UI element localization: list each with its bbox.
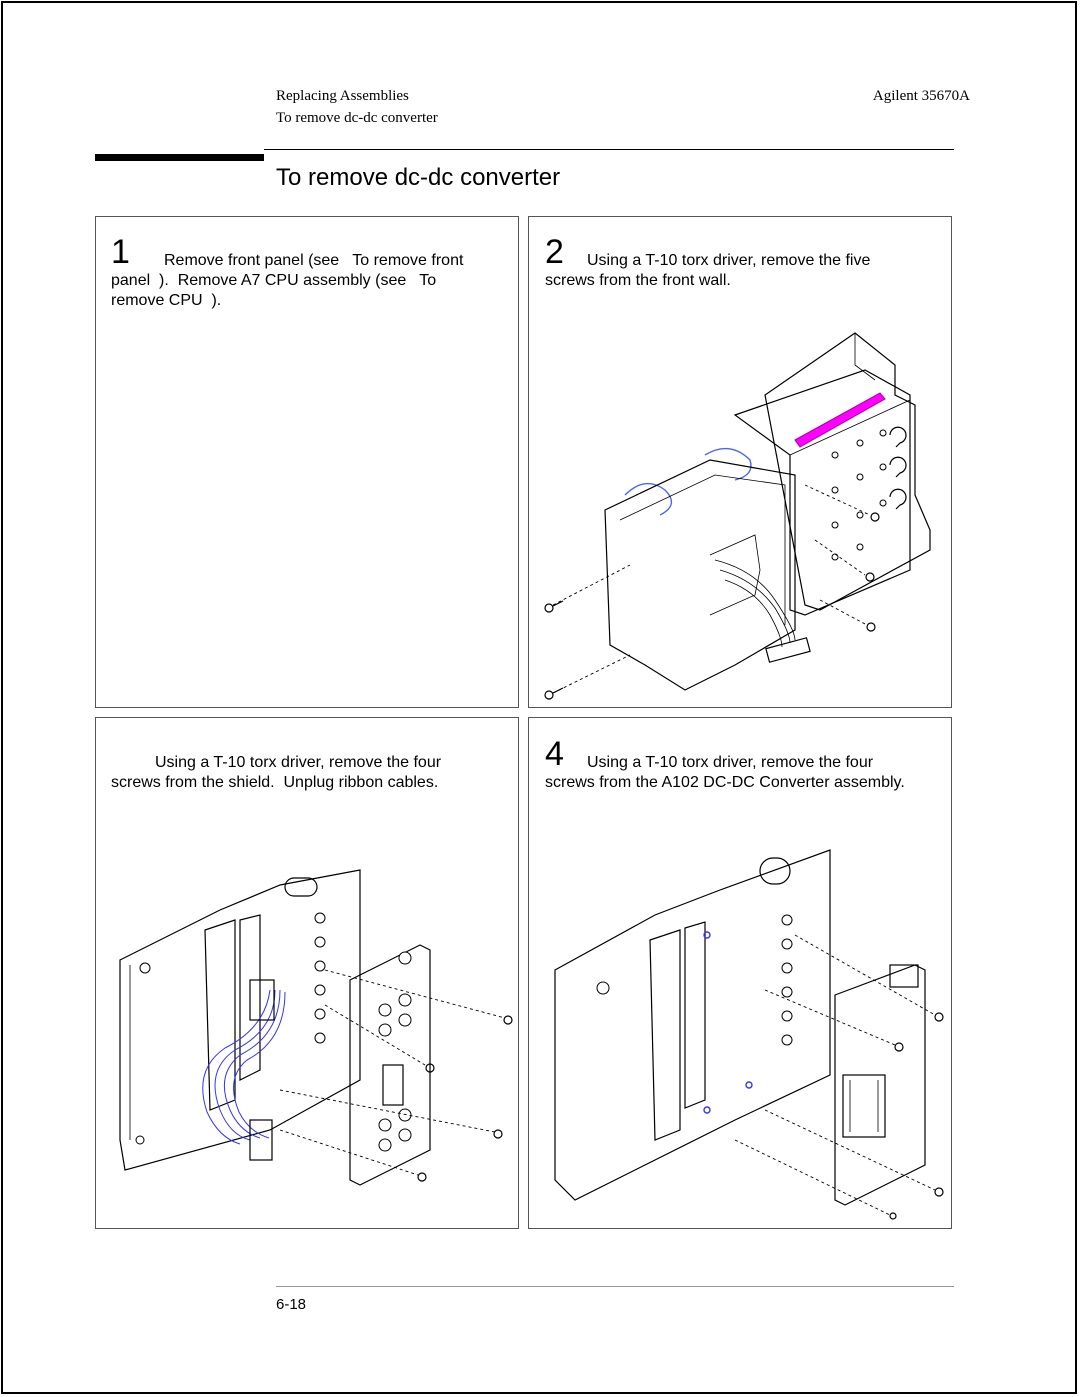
page-title: To remove dc-dc converter: [276, 164, 561, 191]
step-4-number: 4: [545, 735, 564, 773]
footer-rule: [276, 1286, 954, 1287]
ribbon-cable: [714, 559, 811, 663]
page-number: 6-18: [276, 1296, 307, 1313]
vertical-hole-column: [781, 914, 793, 1046]
step-2-text: Using a T-10 torx driver, remove the fiv…: [545, 252, 871, 289]
header-section: Replacing Assemblies: [276, 88, 409, 104]
dc-dc-converter-diagram: [554, 849, 944, 1220]
title-rule: [264, 149, 954, 150]
mounting-holes: [831, 429, 887, 561]
step-1-panel: [95, 216, 519, 708]
screw-icon: [734, 934, 944, 1220]
step-2-number: 2: [545, 233, 564, 271]
step-1-text: Remove front panel (see To remove front …: [111, 252, 464, 309]
step-4-text: Using a T-10 torx driver, remove the fou…: [545, 754, 905, 791]
header-product: Agilent 35670A: [872, 88, 970, 104]
vertical-hole-column: [314, 912, 326, 1044]
front-wall-assembly-diagram: [544, 332, 931, 700]
step-3-text: Using a T-10 torx driver, remove the fou…: [111, 754, 442, 791]
step-2-panel: [528, 216, 952, 708]
converter-board: [834, 964, 926, 1206]
step-3-panel: [95, 717, 519, 1229]
screw-icon: [544, 484, 880, 700]
ribbon-cable-blue: [202, 979, 286, 1161]
header-subsection: To remove dc-dc converter: [276, 110, 438, 126]
shield-ribbon-cable-diagram: [119, 869, 513, 1186]
screw-icon: [279, 969, 513, 1182]
title-bar: [95, 154, 264, 161]
shield-plate: [349, 944, 431, 1186]
step-4-panel: [528, 717, 952, 1229]
step-1-number: 1: [111, 233, 130, 271]
